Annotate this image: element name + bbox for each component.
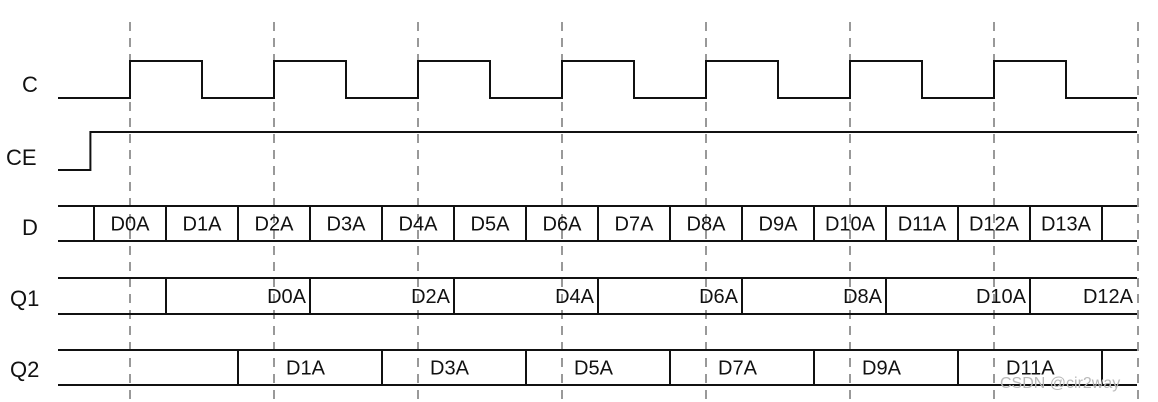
watermark: CSDN @cir2way xyxy=(1000,375,1120,392)
bus-value: D4A xyxy=(555,286,595,308)
data-bus-d: D0A D1A D2A D3A D4A D5A D6A D7A D8A D9A D10A D11A D1… xyxy=(58,205,1137,242)
bus-value: D6A xyxy=(543,214,583,236)
signal-d: D D0A D1A D2A D3A D4A D5A D6A D7A D8A D9A D10A D11A… xyxy=(22,205,1137,242)
signal-label-q1: Q1 xyxy=(10,286,39,311)
bus-value: D1A xyxy=(183,214,223,236)
signal-label-c: C xyxy=(22,72,38,97)
bus-value: D1A xyxy=(286,358,326,380)
bus-value: D4A xyxy=(399,214,439,236)
signal-ce: CE xyxy=(6,131,1137,171)
bus-value: D0A xyxy=(111,214,151,236)
bus-value: D10A xyxy=(825,214,876,236)
signal-c: C xyxy=(22,60,1137,99)
signal-q1: Q1 D0A D2A D4A D6A D8A D10A D12A xyxy=(10,277,1137,315)
bus-value: D7A xyxy=(718,358,758,380)
clock-waveform xyxy=(58,60,1137,99)
bus-value: D12A xyxy=(969,214,1020,236)
data-bus-q2: D1A D3A D5A D7A D9A D11A xyxy=(58,349,1137,386)
bus-value: D0A xyxy=(267,286,307,308)
bus-value: D2A xyxy=(411,286,451,308)
bus-value: D2A xyxy=(255,214,295,236)
bus-value: D11A xyxy=(1006,358,1055,380)
bus-value: D12A xyxy=(1083,286,1134,308)
signal-label-q2: Q2 xyxy=(10,357,39,382)
bus-value: D5A xyxy=(574,358,614,380)
bus-value: D13A xyxy=(1041,214,1092,236)
bus-value: D9A xyxy=(759,214,799,236)
clock-enable-waveform xyxy=(58,131,1137,171)
bus-value: D10A xyxy=(976,286,1027,308)
bus-value: D3A xyxy=(430,358,470,380)
bus-value: D9A xyxy=(862,358,902,380)
signal-label-ce: CE xyxy=(6,145,37,170)
signal-q2: Q2 D1A D3A D5A D7A D9A D11A xyxy=(10,349,1137,386)
data-bus-q1: D0A D2A D4A D6A D8A D10A D12A xyxy=(58,277,1137,315)
bus-value: D3A xyxy=(327,214,367,236)
signal-label-d: D xyxy=(22,215,38,240)
bus-value: D8A xyxy=(687,214,727,236)
bus-value: D7A xyxy=(615,214,655,236)
bus-value: D11A xyxy=(898,214,947,236)
bus-value: D8A xyxy=(843,286,883,308)
bus-value: D6A xyxy=(699,286,739,308)
bus-value: D5A xyxy=(471,214,511,236)
